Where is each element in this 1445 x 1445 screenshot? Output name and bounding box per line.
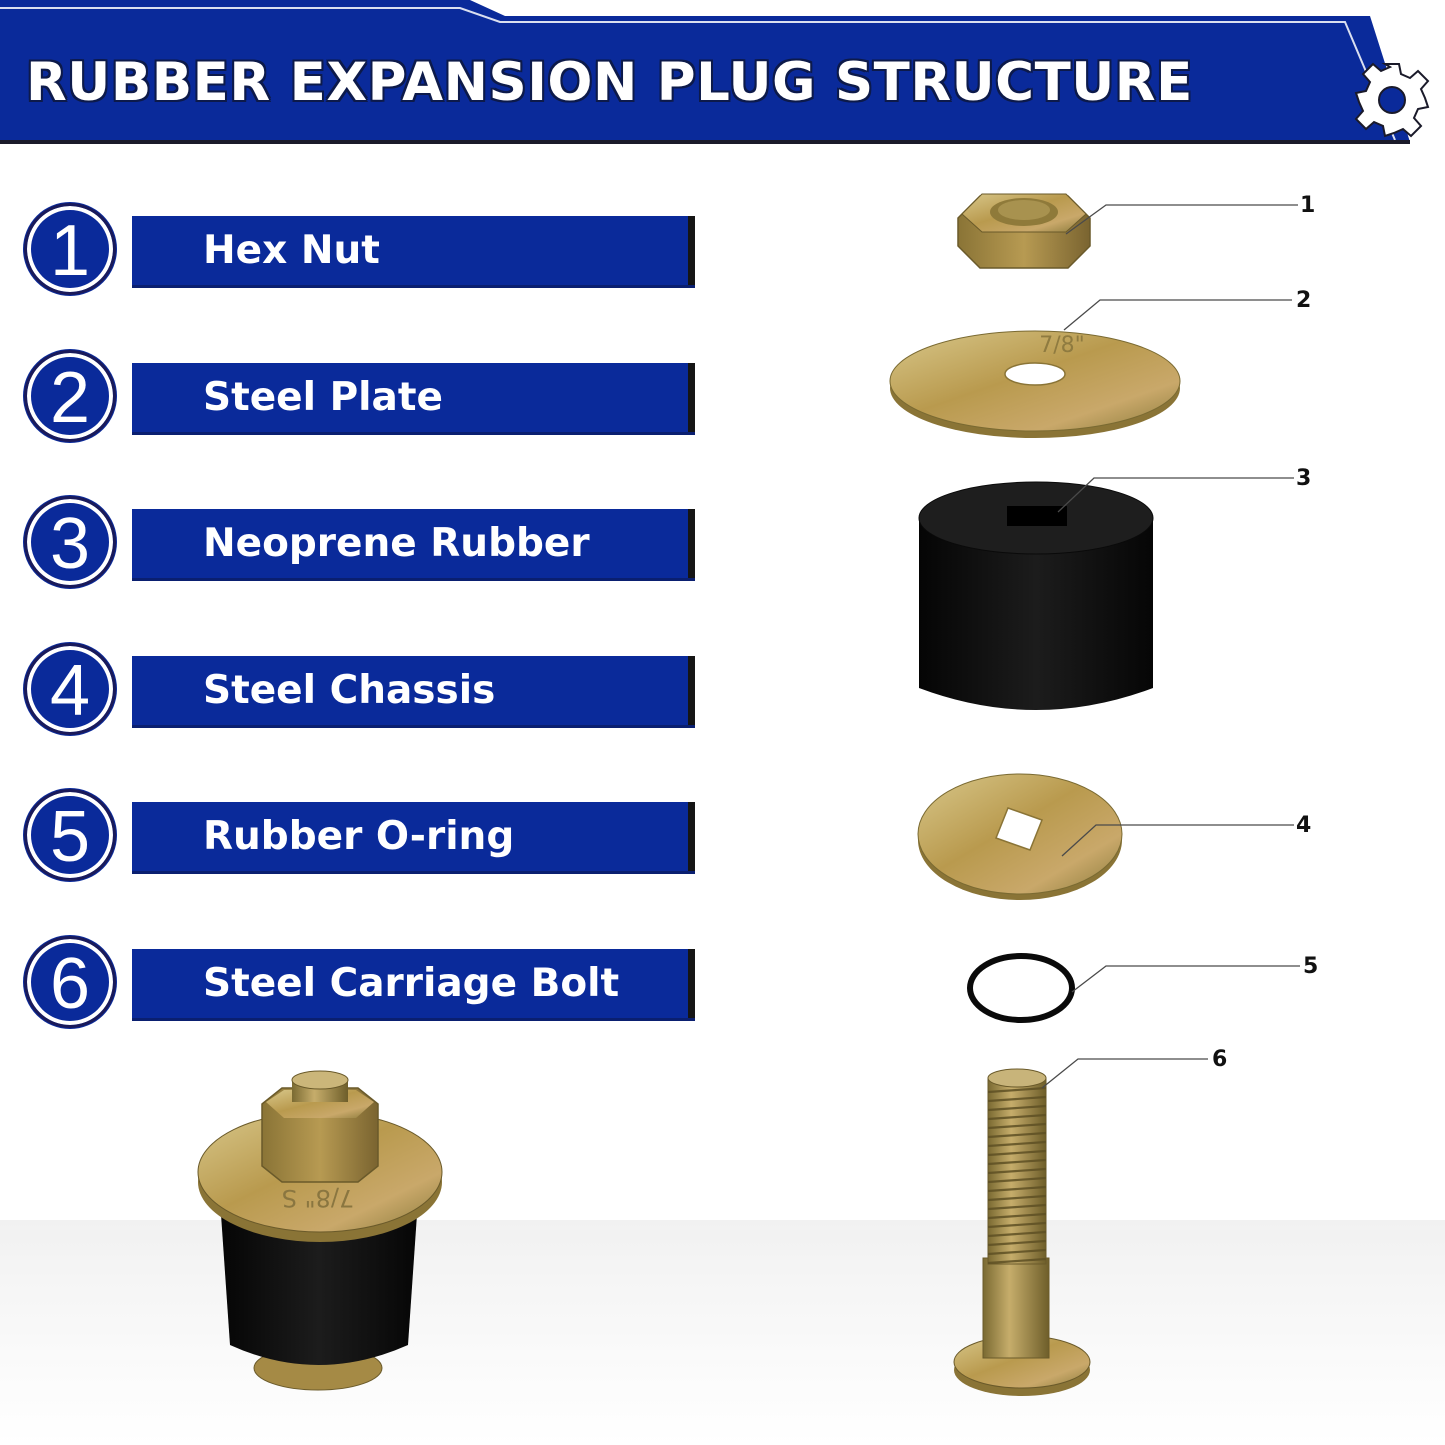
legend-item-neoprene-rubber: 3 Neoprene Rubber [22, 496, 697, 596]
bolt-thread-line [987, 1203, 1047, 1211]
bolt-thread-line [987, 1176, 1047, 1184]
steel-plate-part: 7/8" [889, 330, 1181, 438]
bolt-thread-line [987, 1122, 1047, 1130]
assembled-marking: 7/8" S [282, 1184, 355, 1212]
bolt-thread-line [987, 1248, 1047, 1256]
number-badge: 5 [24, 789, 116, 881]
number-badge: 2 [24, 350, 116, 442]
assembled-plug: 7/8" S [197, 1070, 443, 1391]
label-bar: Neoprene Rubber [132, 509, 695, 578]
page-title: RUBBER EXPANSION PLUG STRUCTURE [26, 52, 1193, 113]
bolt-thread-line [987, 1167, 1047, 1175]
neoprene-rubber-part [918, 481, 1154, 710]
legend-item-steel-chassis: 4 Steel Chassis [22, 643, 697, 743]
legend-item-steel-carriage-bolt: 6 Steel Carriage Bolt [22, 936, 697, 1036]
bolt-thread-line [987, 1086, 1047, 1094]
callout-4: 4 [1296, 813, 1312, 838]
rubber-o-ring-part [967, 953, 1075, 1023]
steel-chassis-part [917, 773, 1123, 900]
callout-5: 5 [1303, 954, 1319, 979]
legend-item-steel-plate: 2 Steel Plate [22, 350, 697, 450]
leader-lines [1041, 204, 1300, 1089]
number-badge: 6 [24, 936, 116, 1028]
callout-3: 3 [1296, 466, 1312, 491]
header-banner [0, 0, 1410, 144]
bolt-thread-line [987, 1140, 1047, 1148]
callout-6: 6 [1212, 1047, 1228, 1072]
bolt-thread-line [987, 1257, 1047, 1265]
number-badge: 4 [24, 643, 116, 735]
number-badge: 1 [24, 203, 116, 295]
number-badge: 3 [24, 496, 116, 588]
legend-item-rubber-o-ring: 5 Rubber O-ring [22, 789, 697, 889]
legend-item-hex-nut: 1 Hex Nut [22, 203, 697, 303]
label-bar: Hex Nut [132, 216, 695, 285]
bolt-thread-line [987, 1239, 1047, 1247]
bolt-thread-line [987, 1104, 1047, 1112]
hex-nut-part [957, 193, 1091, 269]
bolt-thread-line [987, 1212, 1047, 1220]
bolt-thread-line [987, 1194, 1047, 1202]
bolt-thread-line [987, 1230, 1047, 1238]
callout-2: 2 [1296, 288, 1312, 313]
label-bar: Steel Chassis [132, 656, 695, 725]
bolt-thread-line [987, 1095, 1047, 1103]
bolt-thread-line [987, 1113, 1047, 1121]
label-bar: Steel Carriage Bolt [132, 949, 695, 1018]
bolt-thread-line [987, 1158, 1047, 1166]
callout-1: 1 [1300, 193, 1316, 218]
bolt-thread-line [987, 1149, 1047, 1157]
plate-marking: 7/8" [1039, 333, 1085, 358]
bolt-thread-line [987, 1221, 1047, 1229]
gear-icon [1354, 62, 1430, 138]
bolt-thread-line [987, 1185, 1047, 1193]
carriage-bolt-part [953, 1068, 1091, 1396]
label-bar: Rubber O-ring [132, 802, 695, 871]
bolt-thread-line [987, 1131, 1047, 1139]
label-bar: Steel Plate [132, 363, 695, 432]
